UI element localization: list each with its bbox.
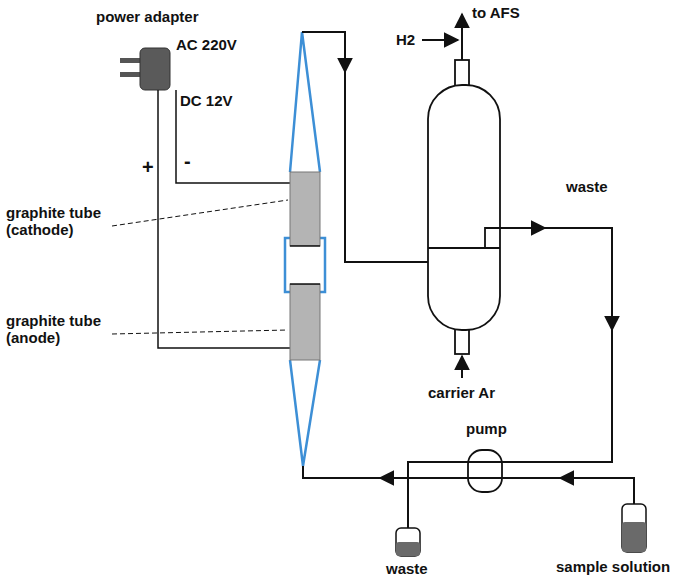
voltage-label: AC 220V [176,36,237,53]
gas-label: carrier Ar [428,384,495,401]
waste-label: waste [566,178,608,195]
negative-wire [176,90,292,183]
bottles [396,504,646,556]
sample-bottle [622,504,646,552]
flow-tubing [302,14,634,528]
part-label: pump [466,420,507,437]
positive-wire [158,90,292,348]
graphite-tubes [290,172,320,360]
gas-liquid-separator [428,60,500,354]
leader-lines [112,200,288,334]
part-label: sample solution [556,558,670,575]
polarity-label: - [184,150,191,173]
voltage-label: DC 12V [180,92,233,109]
power-wires [158,90,292,348]
peristaltic-pump [468,450,502,492]
part-label: graphite tube (cathode) [6,204,110,239]
power-plug [120,48,170,90]
part-label: graphite tube (anode) [6,312,110,347]
gas-label: H2 [396,31,415,48]
device-label: power adapter [96,8,199,25]
cell-cones [285,32,325,466]
polarity-label: + [142,156,154,179]
waste-bottle [396,528,420,556]
outlet-label: to AFS [472,4,520,21]
waste-label: waste [386,560,428,577]
